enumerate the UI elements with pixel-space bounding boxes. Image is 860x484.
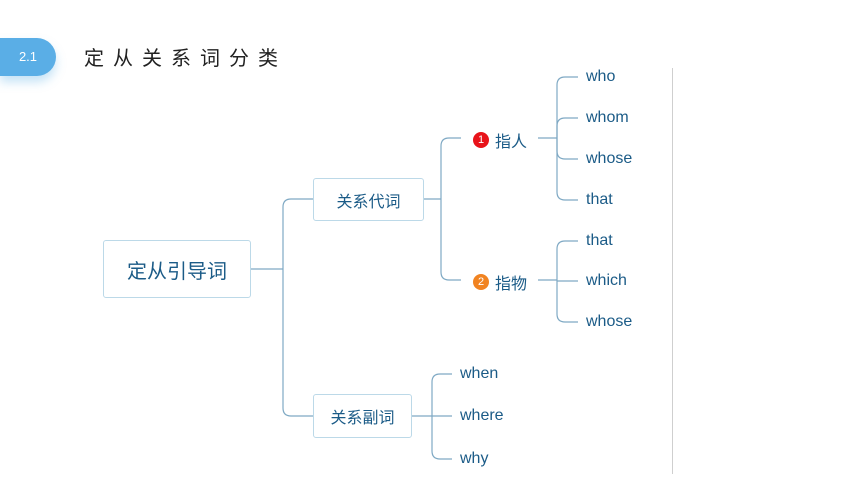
link-root-pronouns <box>282 198 313 269</box>
thing-category-label: 指物 <box>495 274 528 293</box>
relative-pronoun-node[interactable]: 关系代词 <box>313 178 424 221</box>
leaf-where[interactable]: where <box>460 407 504 424</box>
link-root-adverbs <box>282 269 313 417</box>
leaf-why[interactable]: why <box>460 450 489 467</box>
leaf-whose[interactable]: whose <box>586 150 633 167</box>
link-pronouns-person <box>440 137 461 199</box>
root-node[interactable]: 定从引导词 <box>103 240 251 298</box>
person-category-label: 指人 <box>495 132 528 151</box>
link-person-whom <box>556 117 578 138</box>
leaf-that[interactable]: that <box>586 191 613 208</box>
vertical-divider <box>672 68 673 474</box>
leaf-when[interactable]: when <box>460 365 499 382</box>
link-pronouns-thing <box>440 199 461 281</box>
person-category[interactable]: 1 指人 <box>473 128 527 152</box>
link-person-whose <box>556 138 578 160</box>
leaf-whose-thing[interactable]: whose <box>586 313 633 330</box>
section-title: 定从关系词分类 <box>84 46 287 70</box>
link-adverbs-when <box>431 373 452 416</box>
leaf-which[interactable]: which <box>586 272 627 289</box>
link-thing-whose <box>556 280 578 323</box>
leaf-whom[interactable]: whom <box>586 109 629 126</box>
link-person-that <box>556 138 578 201</box>
marker-2-icon: 2 <box>473 274 489 290</box>
relative-adverb-node[interactable]: 关系副词 <box>313 394 412 438</box>
leaf-who[interactable]: who <box>586 68 616 85</box>
marker-1-icon: 1 <box>473 132 489 148</box>
link-thing-that <box>556 240 578 280</box>
leaf-that-thing[interactable]: that <box>586 232 613 249</box>
section-number-badge: 2.1 <box>0 38 56 76</box>
link-adverbs-why <box>431 416 452 460</box>
thing-category[interactable]: 2 指物 <box>473 270 527 294</box>
link-person-who <box>556 76 578 138</box>
